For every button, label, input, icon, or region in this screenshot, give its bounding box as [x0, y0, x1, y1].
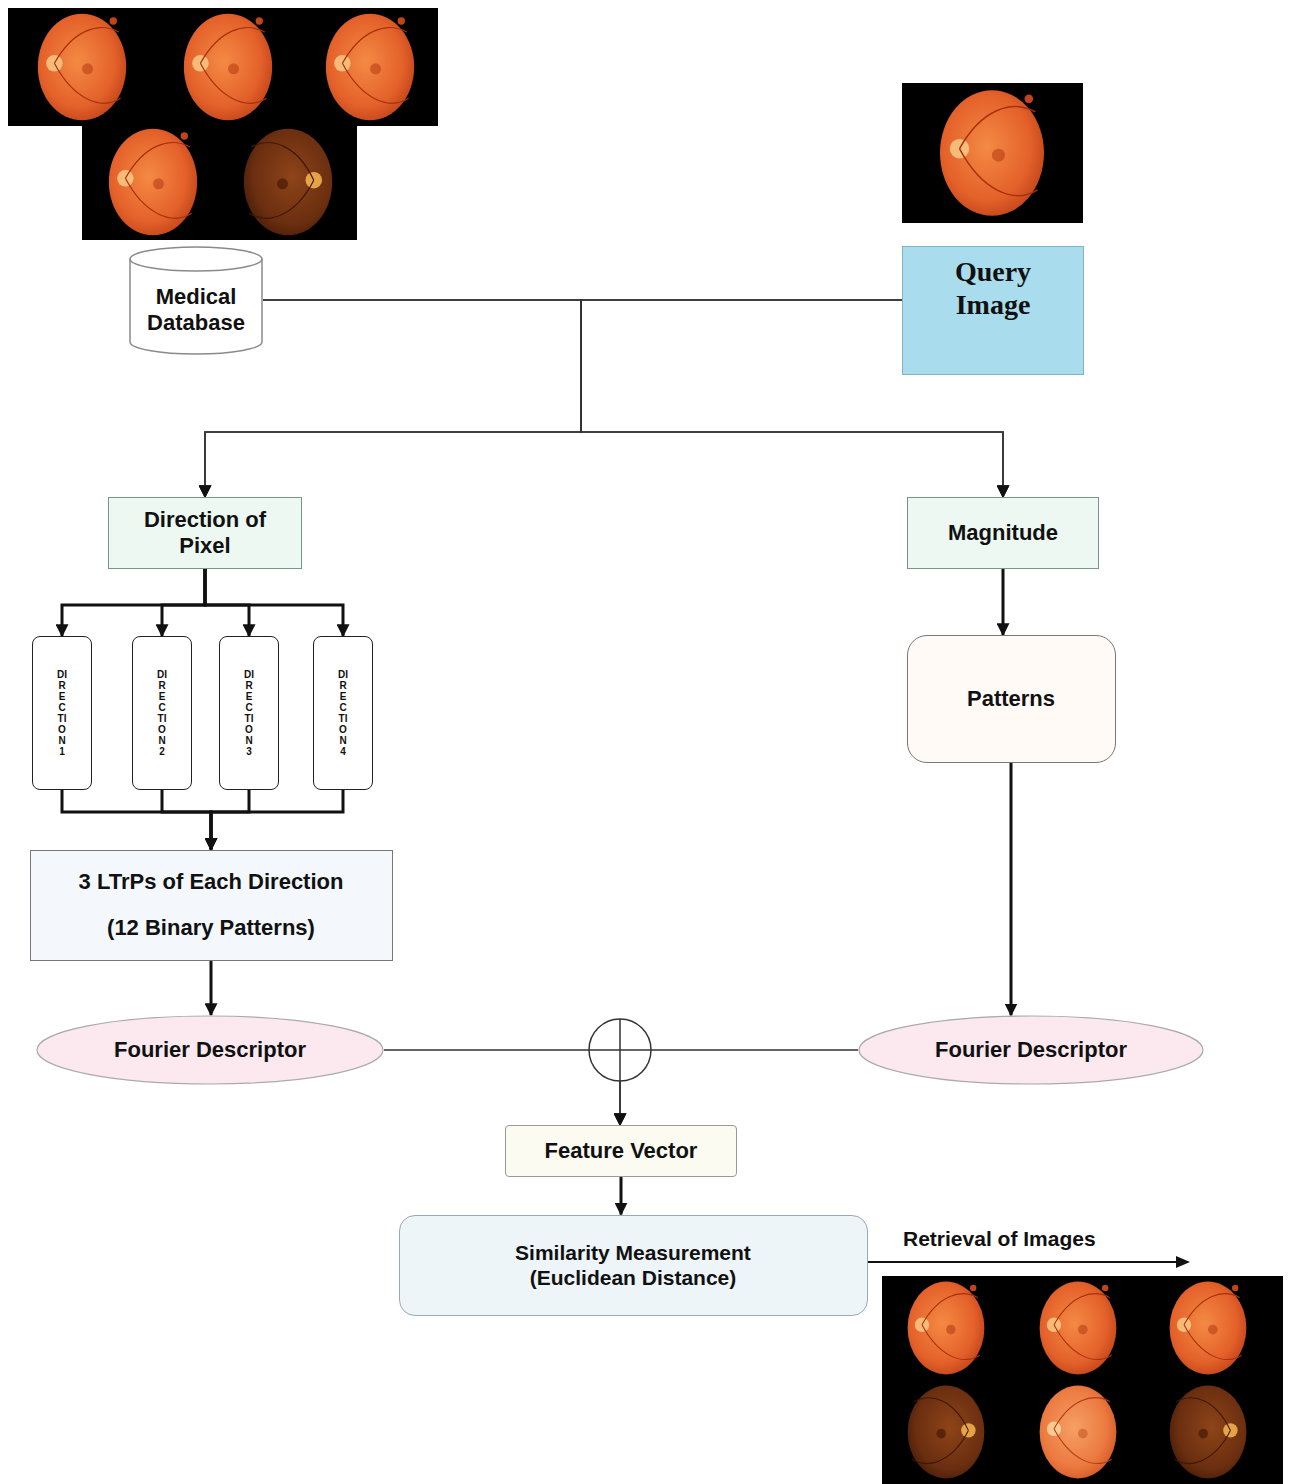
node-label: Query Image — [938, 255, 1048, 322]
descriptor-ellipse: Fourier Descriptor — [36, 1015, 384, 1085]
node-label: Similarity Measurement (Euclidean Distan… — [468, 1240, 798, 1290]
flow-connector — [384, 1050, 620, 1125]
query-image — [902, 83, 1083, 223]
image-strip — [8, 8, 438, 126]
cylinder-body — [130, 247, 262, 354]
node-label: 3 LTrPs of Each Direction — [79, 869, 344, 895]
flow-connector — [205, 569, 343, 636]
direction-box: DIRECTION 3 — [219, 636, 279, 790]
fundus-image — [940, 90, 1044, 216]
image-frame — [902, 83, 1083, 223]
node-label: Fourier Descriptor — [935, 1037, 1127, 1063]
flow-connector — [162, 569, 205, 636]
node-label: Fourier Descriptor — [114, 1037, 306, 1063]
retrieval-arrow — [868, 1256, 1190, 1268]
database-images — [8, 8, 438, 240]
node-label: (12 Binary Patterns) — [107, 915, 315, 941]
feature-box: Feature Vector — [505, 1125, 737, 1177]
output-arrow-line — [868, 1261, 1178, 1263]
fundus-image — [908, 1386, 985, 1479]
ltrp-box: 3 LTrPs of Each Direction (12 Binary Patt… — [30, 850, 393, 961]
fundus-image — [1170, 1386, 1247, 1479]
direction-box: DIRECTION 4 — [313, 636, 373, 790]
concat-circle — [589, 1019, 651, 1081]
concat-symbol — [589, 1019, 651, 1081]
flow-connector — [205, 569, 249, 636]
flow-connector — [1010, 763, 1013, 1015]
vertical-label: DIRECTION 2 — [157, 669, 167, 757]
output-arrowhead — [1176, 1256, 1190, 1268]
flow-connector — [620, 1177, 623, 1215]
plus-line — [619, 1019, 621, 1081]
node-label: Medical Database — [135, 284, 257, 337]
flow-connector — [211, 790, 343, 850]
direction-box: DIRECTION 1 — [32, 636, 92, 790]
flow-connector — [263, 300, 1003, 497]
image-strip — [882, 1276, 1283, 1484]
database-cylinder: Medical Database — [129, 247, 263, 355]
output-label: Retrieval of Images — [903, 1227, 1096, 1251]
fundus-image — [244, 129, 332, 236]
vertical-label: DIRECTION 3 — [244, 669, 254, 757]
similarity-box: Similarity Measurement (Euclidean Distan… — [399, 1215, 868, 1316]
flow-connector — [62, 569, 205, 636]
cylinder-rim — [130, 259, 262, 271]
fundus-image — [326, 14, 414, 121]
ellipse-shape — [37, 1016, 383, 1084]
node-label: Patterns — [967, 686, 1055, 712]
process-box: Direction of Pixel — [108, 497, 302, 569]
pattern-box: Patterns — [907, 635, 1116, 763]
node-label: Direction of Pixel — [119, 507, 291, 560]
flow-connector — [162, 790, 211, 850]
query-box: Query Image — [902, 246, 1084, 375]
ellipse-shape — [859, 1016, 1203, 1084]
node-label: Magnitude — [948, 520, 1058, 546]
process-box: Magnitude — [907, 497, 1099, 569]
flow-connector — [210, 961, 213, 1016]
retrieved-images — [882, 1276, 1283, 1484]
flow-connector — [62, 790, 211, 850]
flow-connector — [205, 300, 902, 497]
flow-connector — [211, 790, 249, 850]
direction-box: DIRECTION 2 — [132, 636, 192, 790]
flow-connector — [1002, 569, 1005, 635]
fundus-image — [1040, 1386, 1117, 1479]
descriptor-ellipse: Fourier Descriptor — [858, 1015, 1204, 1085]
fundus-image — [38, 14, 126, 121]
vertical-label: DIRECTION 1 — [57, 669, 67, 757]
fundus-image — [1170, 1282, 1247, 1375]
flow-connector — [620, 1050, 858, 1125]
fundus-image — [184, 14, 272, 121]
fundus-image — [908, 1282, 985, 1375]
image-strip — [82, 126, 357, 240]
node-label: Feature Vector — [545, 1138, 698, 1164]
fundus-image — [1040, 1282, 1117, 1375]
fundus-image — [109, 129, 197, 236]
vertical-label: DIRECTION 4 — [338, 669, 348, 757]
